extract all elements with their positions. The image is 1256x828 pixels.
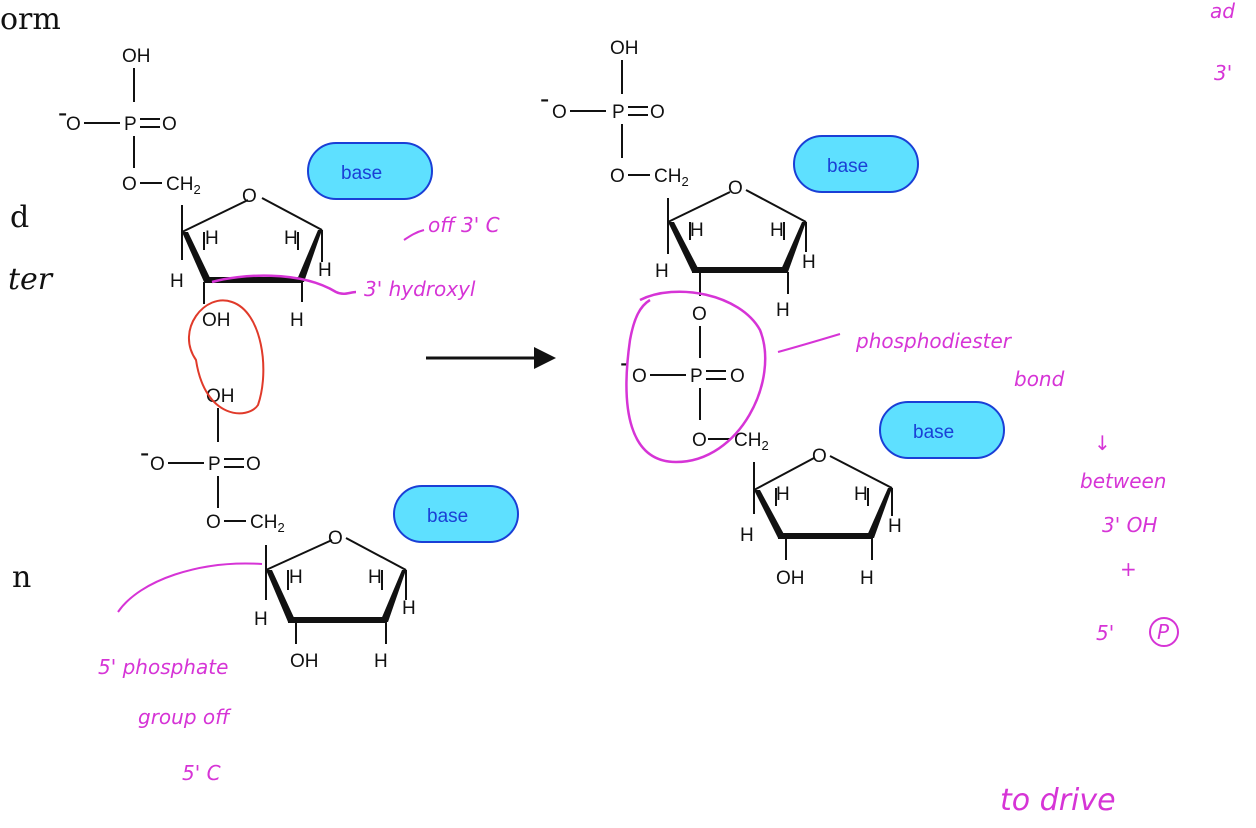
slide-text-n: n — [12, 560, 32, 595]
annotation-group-off: group off — [138, 705, 232, 729]
oh-label: OH — [290, 651, 319, 672]
oh-label: OH — [776, 568, 805, 589]
h-label: H — [402, 598, 416, 619]
h-label: H — [655, 261, 669, 282]
nucleotide-bottom-left: OH - O P O O CH2 O H H H H OH H base — [140, 386, 519, 672]
ch-label: CH2 — [734, 430, 769, 453]
ring-o-label: O — [728, 178, 743, 199]
ch-label: CH2 — [250, 512, 285, 535]
annotation-5-phosphate: 5' phosphate — [98, 655, 228, 679]
annotation-between: between — [1080, 469, 1166, 493]
phosphodiester-circle — [625, 290, 767, 464]
annotation-phosphodiester: phosphodiester — [855, 329, 1013, 353]
h-label: H — [690, 220, 704, 241]
h-label: H — [860, 568, 874, 589]
o-label: O — [552, 102, 567, 123]
h-label: H — [854, 484, 868, 505]
base-label: base — [341, 163, 382, 184]
annotation-p-circle — [1149, 617, 1179, 647]
annotation-5-c: 5' C — [182, 761, 221, 785]
oh-label: OH — [122, 46, 151, 67]
h-label: H — [318, 260, 332, 281]
h-label: H — [770, 220, 784, 241]
minus-sign: - — [620, 347, 629, 378]
annotation-bottom: to drive — [1000, 783, 1116, 818]
h-label: H — [888, 516, 902, 537]
minus-sign: - — [540, 83, 549, 114]
phosphate-pointer — [117, 562, 263, 613]
oh-3prime-label: OH — [202, 310, 231, 331]
minus-sign: - — [58, 97, 67, 128]
o-label: O — [122, 174, 137, 195]
hydroxyl-underline — [211, 274, 357, 296]
annotation-top-right-1: ad — [1210, 0, 1235, 23]
p-label: P — [612, 102, 625, 123]
o-label: O — [246, 454, 261, 475]
oh-label: OH — [610, 38, 639, 59]
h-label: H — [284, 228, 298, 249]
annotation-5-p: 5' — [1096, 621, 1114, 645]
p-label: P — [690, 366, 703, 387]
annotation-p-letter: P — [1157, 620, 1170, 644]
annotation-hydroxyl: 3' hydroxyl — [364, 277, 476, 301]
h-label: H — [374, 651, 388, 672]
o-label: O — [162, 114, 177, 135]
base-label: base — [427, 506, 468, 527]
slide-text-ter: ter — [8, 262, 53, 297]
slide-text-top: orm — [0, 2, 61, 37]
base-label: base — [913, 422, 954, 443]
ring-o-label: O — [812, 446, 827, 467]
annotation-off-3c: off 3' C — [428, 213, 500, 237]
base-pill — [307, 142, 433, 200]
h-label: H — [776, 300, 790, 321]
h-label: H — [254, 609, 268, 630]
h-label: H — [289, 567, 303, 588]
annotations: off 3' C 3' hydroxyl phosphodiester bond… — [98, 0, 1235, 818]
h-label: H — [802, 252, 816, 273]
nucleotide-top-left: OH - O P O O CH2 O H H H H OH H base — [58, 46, 433, 331]
o-label: O — [730, 366, 745, 387]
base-pill — [393, 485, 519, 543]
annotation-and: + — [1120, 557, 1137, 581]
o-label: O — [632, 366, 647, 387]
slide-text-d: d — [10, 200, 30, 235]
base-pill — [793, 135, 919, 193]
o-label: O — [650, 102, 665, 123]
o-label: O — [692, 430, 707, 451]
ring-o-label: O — [242, 186, 257, 207]
h-label: H — [368, 567, 382, 588]
base-pill — [879, 401, 1005, 459]
o-label: O — [610, 166, 625, 187]
p-label: P — [124, 114, 137, 135]
ring-o-label: O — [328, 528, 343, 549]
o-label: O — [206, 512, 221, 533]
base-label: base — [827, 156, 868, 177]
h-label: H — [740, 525, 754, 546]
h-label: H — [170, 271, 184, 292]
o-label: O — [150, 454, 165, 475]
annotation-bond: bond — [1014, 367, 1065, 391]
o-label: O — [66, 114, 81, 135]
dinucleotide-right: OH - O P O O CH2 O H H H H H O - O P — [540, 38, 1005, 589]
ch-label: CH2 — [654, 166, 689, 189]
h-label: H — [205, 228, 219, 249]
minus-sign: - — [140, 437, 149, 468]
annotation-3-oh: 3' OH — [1102, 513, 1157, 537]
annotation-down-arrow: ↓ — [1094, 431, 1111, 455]
hydroxyl-highlight — [188, 299, 265, 415]
h-label: H — [776, 484, 790, 505]
reaction-arrow — [426, 347, 556, 369]
h-label: H — [290, 310, 304, 331]
ch-label: CH2 — [166, 174, 201, 197]
p-label: P — [208, 454, 221, 475]
annotation-top-right-2: 3' — [1214, 61, 1232, 85]
bridge-o-label: O — [692, 304, 707, 325]
